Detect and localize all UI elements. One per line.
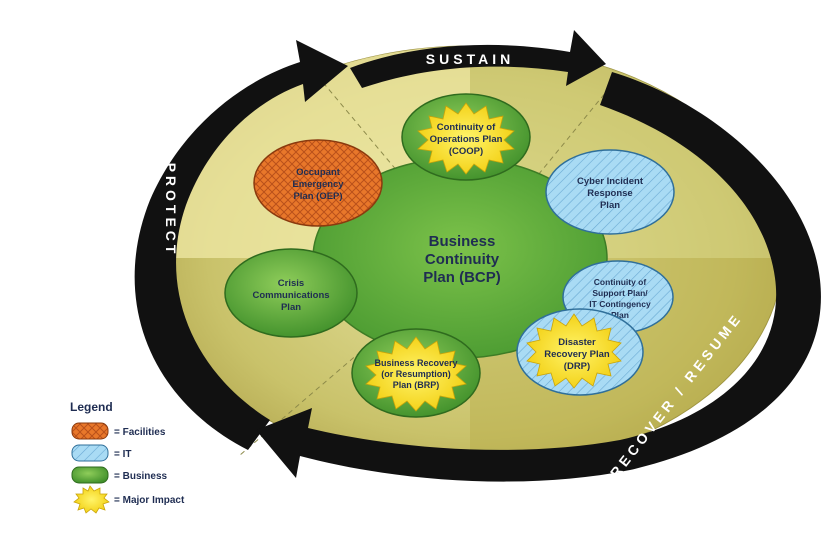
- oep-plan: Occupant Emergency Plan (OEP): [253, 139, 383, 227]
- oep-label-line-1: Occupant: [296, 167, 341, 178]
- legend-label-impact: = Major Impact: [114, 495, 185, 506]
- legend-swatch-facilities: [71, 422, 109, 440]
- legend: Legend = Facilities = IT = Business = Ma…: [70, 400, 185, 514]
- cyber-label-line-2: Response: [587, 188, 632, 199]
- brp-label-line-1: Business Recovery: [374, 358, 457, 368]
- cyber-incident-plan: Cyber Incident Response Plan: [545, 149, 675, 235]
- cyber-label-line-3: Plan: [600, 200, 620, 211]
- support-label-line-1: Continuity of: [594, 277, 647, 287]
- crisis-label-line-1: Crisis: [278, 278, 304, 289]
- legend-title: Legend: [70, 400, 113, 414]
- cyber-label-line-1: Cyber Incident: [577, 176, 644, 187]
- crisis-communications-plan: Crisis Communications Plan: [224, 248, 358, 338]
- drp-label-line-2: Recovery Plan: [544, 349, 610, 360]
- legend-swatch-it: [71, 444, 109, 462]
- protect-arrow: [134, 40, 348, 450]
- legend-label-it: = IT: [114, 449, 132, 460]
- recover-resume-arrow: [256, 72, 821, 482]
- bcp-title-line-2: Continuity: [425, 251, 500, 268]
- legend-label-facilities: = Facilities: [114, 427, 166, 438]
- coop-label-line-2: Operations Plan: [430, 134, 503, 145]
- coop-label-line-3: (COOP): [449, 146, 483, 157]
- support-label-line-3: IT Contingency: [589, 299, 651, 309]
- brp-plan: Business Recovery (or Resumption) Plan (…: [351, 328, 481, 418]
- crisis-label-line-2: Communications: [252, 290, 329, 301]
- drp-label-line-1: Disaster: [558, 337, 596, 348]
- drp-label-line-3: (DRP): [564, 361, 590, 372]
- drp-impact-star: [526, 313, 622, 389]
- brp-label-line-2: (or Resumption): [381, 369, 451, 379]
- oep-label-line-3: Plan (OEP): [293, 191, 342, 202]
- support-label-line-4: Plan: [611, 310, 629, 320]
- coop-plan: Continuity of Operations Plan (COOP): [401, 93, 531, 181]
- brp-impact-star: [365, 336, 467, 412]
- bcp-center: Business Continuity Plan (BCP): [312, 157, 608, 359]
- legend-label-business: = Business: [114, 471, 168, 482]
- support-label-line-2: Support Plan/: [592, 288, 648, 298]
- bcp-title-line-1: Business: [429, 233, 496, 250]
- oep-label-line-2: Emergency: [292, 179, 344, 190]
- crisis-label-line-3: Plan: [281, 302, 301, 313]
- coop-label-line-1: Continuity of: [437, 122, 496, 133]
- sustain-label: SUSTAIN: [426, 51, 514, 67]
- bcp-title-line-3: Plan (BCP): [423, 269, 501, 286]
- legend-swatch-business: [71, 466, 109, 484]
- protect-label: PROTECT: [163, 163, 179, 258]
- sustain-arrow: [350, 30, 606, 88]
- brp-label-line-3: Plan (BRP): [393, 380, 440, 390]
- legend-swatch-impact: [73, 485, 110, 514]
- coop-impact-star: [417, 102, 515, 175]
- drp-plan: Disaster Recovery Plan (DRP): [516, 308, 644, 396]
